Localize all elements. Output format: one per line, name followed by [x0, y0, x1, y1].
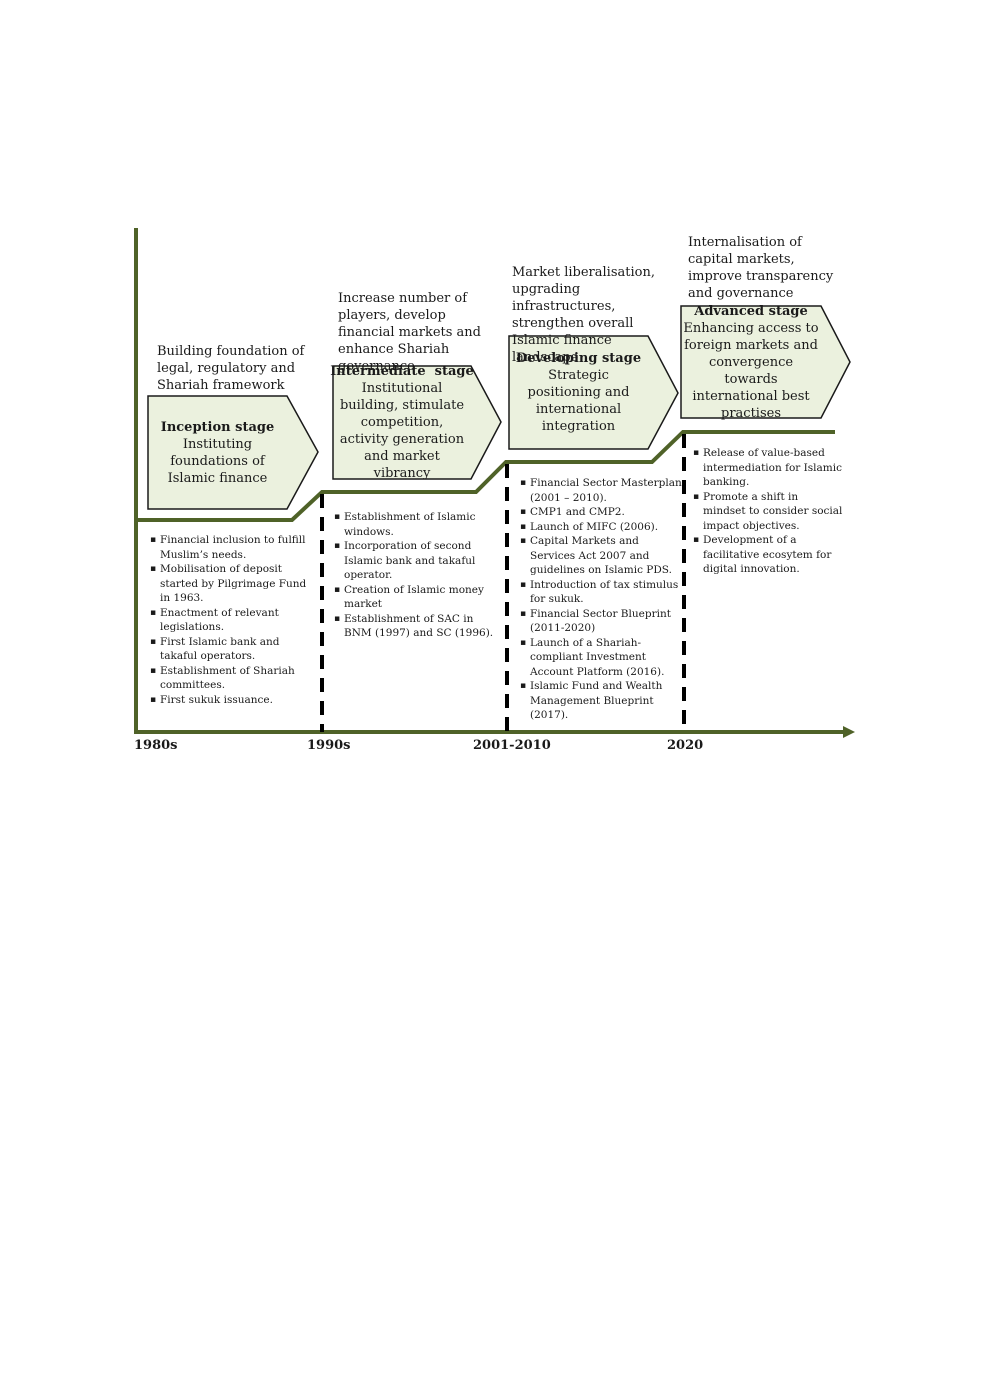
list-item: Launch of a Shariah-compliant Investment… — [520, 636, 682, 680]
advanced-stage-description: Enhancing access to foreign markets and … — [683, 320, 819, 421]
intermediate-milestones: Establishment of Islamic windows. Incorp… — [334, 510, 500, 641]
advanced-milestones: Release of value-based intermediation fo… — [693, 446, 843, 577]
year-label-1990s: 1990s — [307, 738, 351, 753]
developing-stage-shape — [508, 335, 679, 450]
axis-arrowhead — [843, 726, 855, 738]
inception-stage-box: Inception stage Instituting foundations … — [148, 396, 287, 509]
developing-stage-box: Developing stage Strategic positioning a… — [509, 336, 648, 449]
list-item: Financial Sector Blueprint (2011-2020) — [520, 607, 682, 636]
year-label-2001-2010: 2001-2010 — [473, 738, 551, 753]
list-item: Capital Markets and Services Act 2007 an… — [520, 534, 682, 578]
list-item: Financial inclusion to fulfill Muslim’s … — [150, 533, 318, 562]
inception-goal: Building foundation of legal, regulatory… — [157, 344, 305, 393]
list-item: Introduction of tax stimulus for sukuk. — [520, 578, 682, 607]
year-label-1980s: 1980s — [134, 738, 178, 753]
developing-stage-title: Developing stage — [515, 351, 642, 366]
developing-goal: Market liberalisation, upgrading infrast… — [512, 265, 655, 365]
advanced-stage-shape — [680, 305, 851, 419]
inception-stage-description: Instituting foundations of Islamic finan… — [167, 436, 268, 486]
inception-stage-title: Inception stage — [160, 419, 275, 435]
advanced-stage-title: Advanced stage — [694, 303, 808, 319]
list-item: Establishment of SAC in BNM (1997) and S… — [334, 612, 500, 641]
list-item: Mobilisation of deposit started by Pilgr… — [150, 562, 318, 606]
list-item: Launch of MIFC (2006). — [520, 520, 682, 535]
list-item: Release of value-based intermediation fo… — [693, 446, 843, 490]
inception-stage-shape — [147, 395, 319, 510]
list-item: Financial Sector Masterplan (2001 – 2010… — [520, 476, 682, 505]
list-item: Incorporation of second Islamic bank and… — [334, 539, 500, 583]
list-item: Creation of Islamic money market — [334, 583, 500, 612]
developing-stage-description: Strategic positioning and international … — [527, 368, 630, 434]
advanced-goal: Internalisation of capital markets, impr… — [688, 235, 834, 301]
year-label-2020: 2020 — [667, 738, 704, 753]
advanced-stage-box: Advanced stage Enhancing access to forei… — [681, 303, 821, 421]
inception-milestones: Financial inclusion to fulfill Muslim’s … — [150, 533, 318, 707]
list-item: First Islamic bank and takaful operators… — [150, 635, 318, 664]
list-item: First sukuk issuance. — [150, 693, 318, 708]
intermediate-stage-description: Institutional building, stimulate compet… — [339, 381, 465, 481]
developing-milestones: Financial Sector Masterplan (2001 – 2010… — [520, 476, 682, 723]
intermediate-goal: Increase number of players, develop fina… — [338, 291, 481, 374]
list-item: Establishment of Shariah committees. — [150, 664, 318, 693]
growth-step-line — [138, 430, 835, 522]
intermediate-stage-box: Intermediate stage Institutional buildin… — [330, 364, 474, 481]
list-item: Islamic Fund and Wealth Management Bluep… — [520, 679, 682, 723]
intermediate-stage-shape — [332, 365, 502, 480]
list-item: CMP1 and CMP2. — [520, 505, 682, 520]
list-item: Development of a facilitative ecosytem f… — [693, 533, 843, 577]
intermediate-stage-title: Intermediate stage — [330, 364, 474, 379]
list-item: Promote a shift in mindset to consider s… — [693, 490, 843, 534]
list-item: Establishment of Islamic windows. — [334, 510, 500, 539]
list-item: Enactment of relevant legislations. — [150, 606, 318, 635]
